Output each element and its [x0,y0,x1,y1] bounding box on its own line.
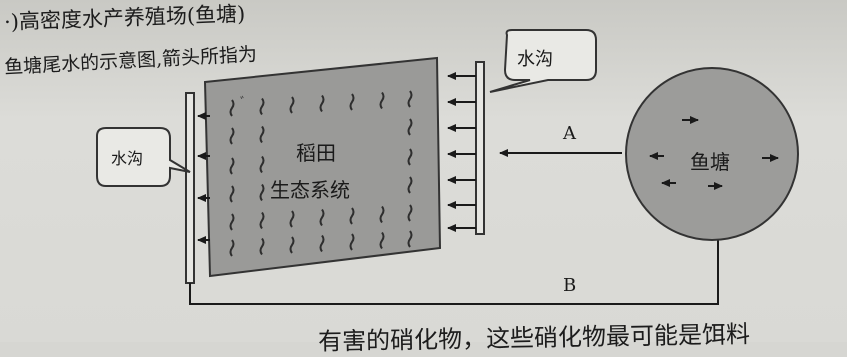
rice-plant-icon [229,185,235,203]
left-ditch [185,92,195,284]
rice-plant-icon [259,155,265,174]
inflow-arrows [447,72,476,232]
right-ditch [475,61,485,235]
rice-plant-icon [407,176,413,194]
ditch-right-label: 水沟 [517,49,553,70]
fish-icons [649,116,779,190]
rice-plant-icon [407,230,413,248]
rice-plant-icon [259,237,265,256]
rice-plant-grid [229,90,413,257]
left-ditch-callout [96,127,191,187]
rice-plant-icon [319,208,325,227]
rice-plant-icon [259,211,265,230]
rice-plant-icon [349,233,355,251]
rice-plant-icon [407,90,413,108]
rice-plant-icon [229,157,235,175]
rice-plant-icon [349,93,355,111]
rice-plant-icon [229,213,235,231]
rice-plant-icon [407,148,413,166]
rice-plant-icon [289,210,295,228]
rice-plant-icon [259,97,265,116]
flow-b-arrow [189,231,722,305]
rice-plant-icon [379,205,385,224]
rice-plant-icon [229,99,235,117]
rice-plant-icon [289,236,295,254]
fish-pond [625,67,799,241]
rice-plant-icon [319,234,325,253]
rice-plant-icon [289,96,295,114]
rice-plant-icon [407,118,413,136]
right-ditch-callout [489,29,597,93]
diagram: ﾞ [96,29,799,305]
rice-plant-icon [379,231,385,250]
rice-plant-icon [229,239,235,257]
rice-plant-icon [319,94,325,113]
ditch-left-label: 水沟 [111,149,144,168]
field-label-paddy: 稻田 [296,141,336,165]
rice-plant-icon [259,125,265,144]
rice-plant-icon [349,207,355,225]
pond-label: 鱼塘 [690,150,730,174]
rice-plants: ﾞ [240,96,247,112]
svg-text:ﾞ: ﾞ [240,96,247,112]
rice-plant-icon [379,91,385,110]
rice-plant-icon [259,183,265,202]
field-label-ecosystem: 生态系统 [270,178,350,202]
flow-b-label: B [563,275,577,296]
outflow-arrows [197,112,210,244]
flow-a-label: A [563,123,576,144]
rice-plant-icon [229,127,235,145]
rice-plant-icon [407,204,413,222]
